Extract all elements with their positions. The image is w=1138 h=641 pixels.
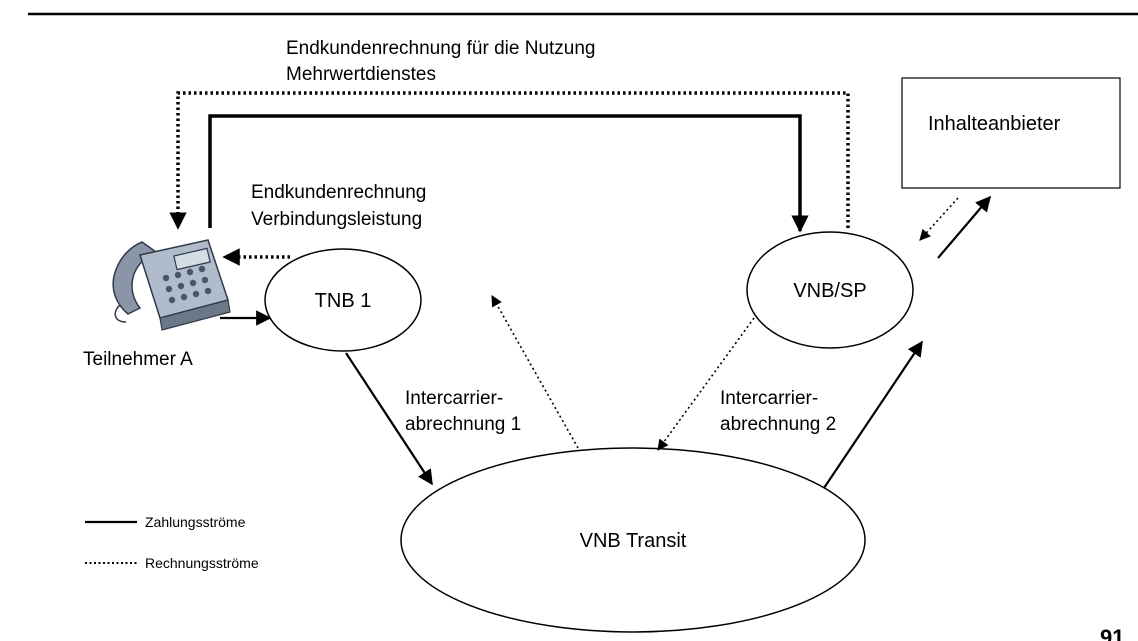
vnbsp-label: VNB/SP bbox=[793, 280, 866, 302]
telephone-icon bbox=[112, 239, 231, 331]
intercarrier1-label-line2: abrechnung 1 bbox=[405, 414, 521, 435]
tnb1-to-transit-payment bbox=[345, 352, 433, 486]
top-invoice-label-line1: Endkundenrechnung für die Nutzung bbox=[286, 38, 596, 59]
value-added-invoice-flow bbox=[169, 91, 850, 230]
transit-to-vnbsp-payment bbox=[823, 340, 923, 489]
legend-invoice-label: Rechnungsströme bbox=[145, 555, 259, 571]
top-invoice-label-line2: Mehrwertdienstes bbox=[286, 64, 436, 85]
transit-label: VNB Transit bbox=[580, 530, 687, 552]
intercarrier1-label-line1: Intercarrier- bbox=[405, 388, 503, 409]
page-number: 91 bbox=[1100, 625, 1124, 641]
content-to-vnbsp-invoice bbox=[919, 197, 959, 241]
vnbsp-to-content-payment bbox=[937, 195, 991, 259]
intercarrier2-label-line1: Intercarrier- bbox=[720, 388, 818, 409]
transit-node bbox=[400, 447, 866, 633]
legend-payment-label: Zahlungsströme bbox=[145, 514, 246, 530]
value-added-payment-flow bbox=[208, 114, 809, 233]
content-provider-box bbox=[901, 77, 1121, 189]
endkunde-label-line2: Verbindungsleistung bbox=[251, 209, 422, 230]
content-provider-label: Inhalteanbieter bbox=[928, 113, 1061, 135]
legend: Zahlungsströme Rechnungsströme bbox=[85, 514, 259, 571]
transit-to-tnb1-invoice bbox=[491, 295, 579, 449]
tnb1-node bbox=[264, 248, 422, 352]
subscriber-label: Teilnehmer A bbox=[83, 349, 193, 370]
intercarrier2-label-line2: abrechnung 2 bbox=[720, 414, 836, 435]
vnbsp-to-transit-invoice bbox=[657, 317, 755, 451]
tnb1-label: TNB 1 bbox=[315, 290, 372, 312]
vnbsp-node bbox=[746, 231, 914, 349]
endkunde-label-line1: Endkundenrechnung bbox=[251, 182, 426, 203]
